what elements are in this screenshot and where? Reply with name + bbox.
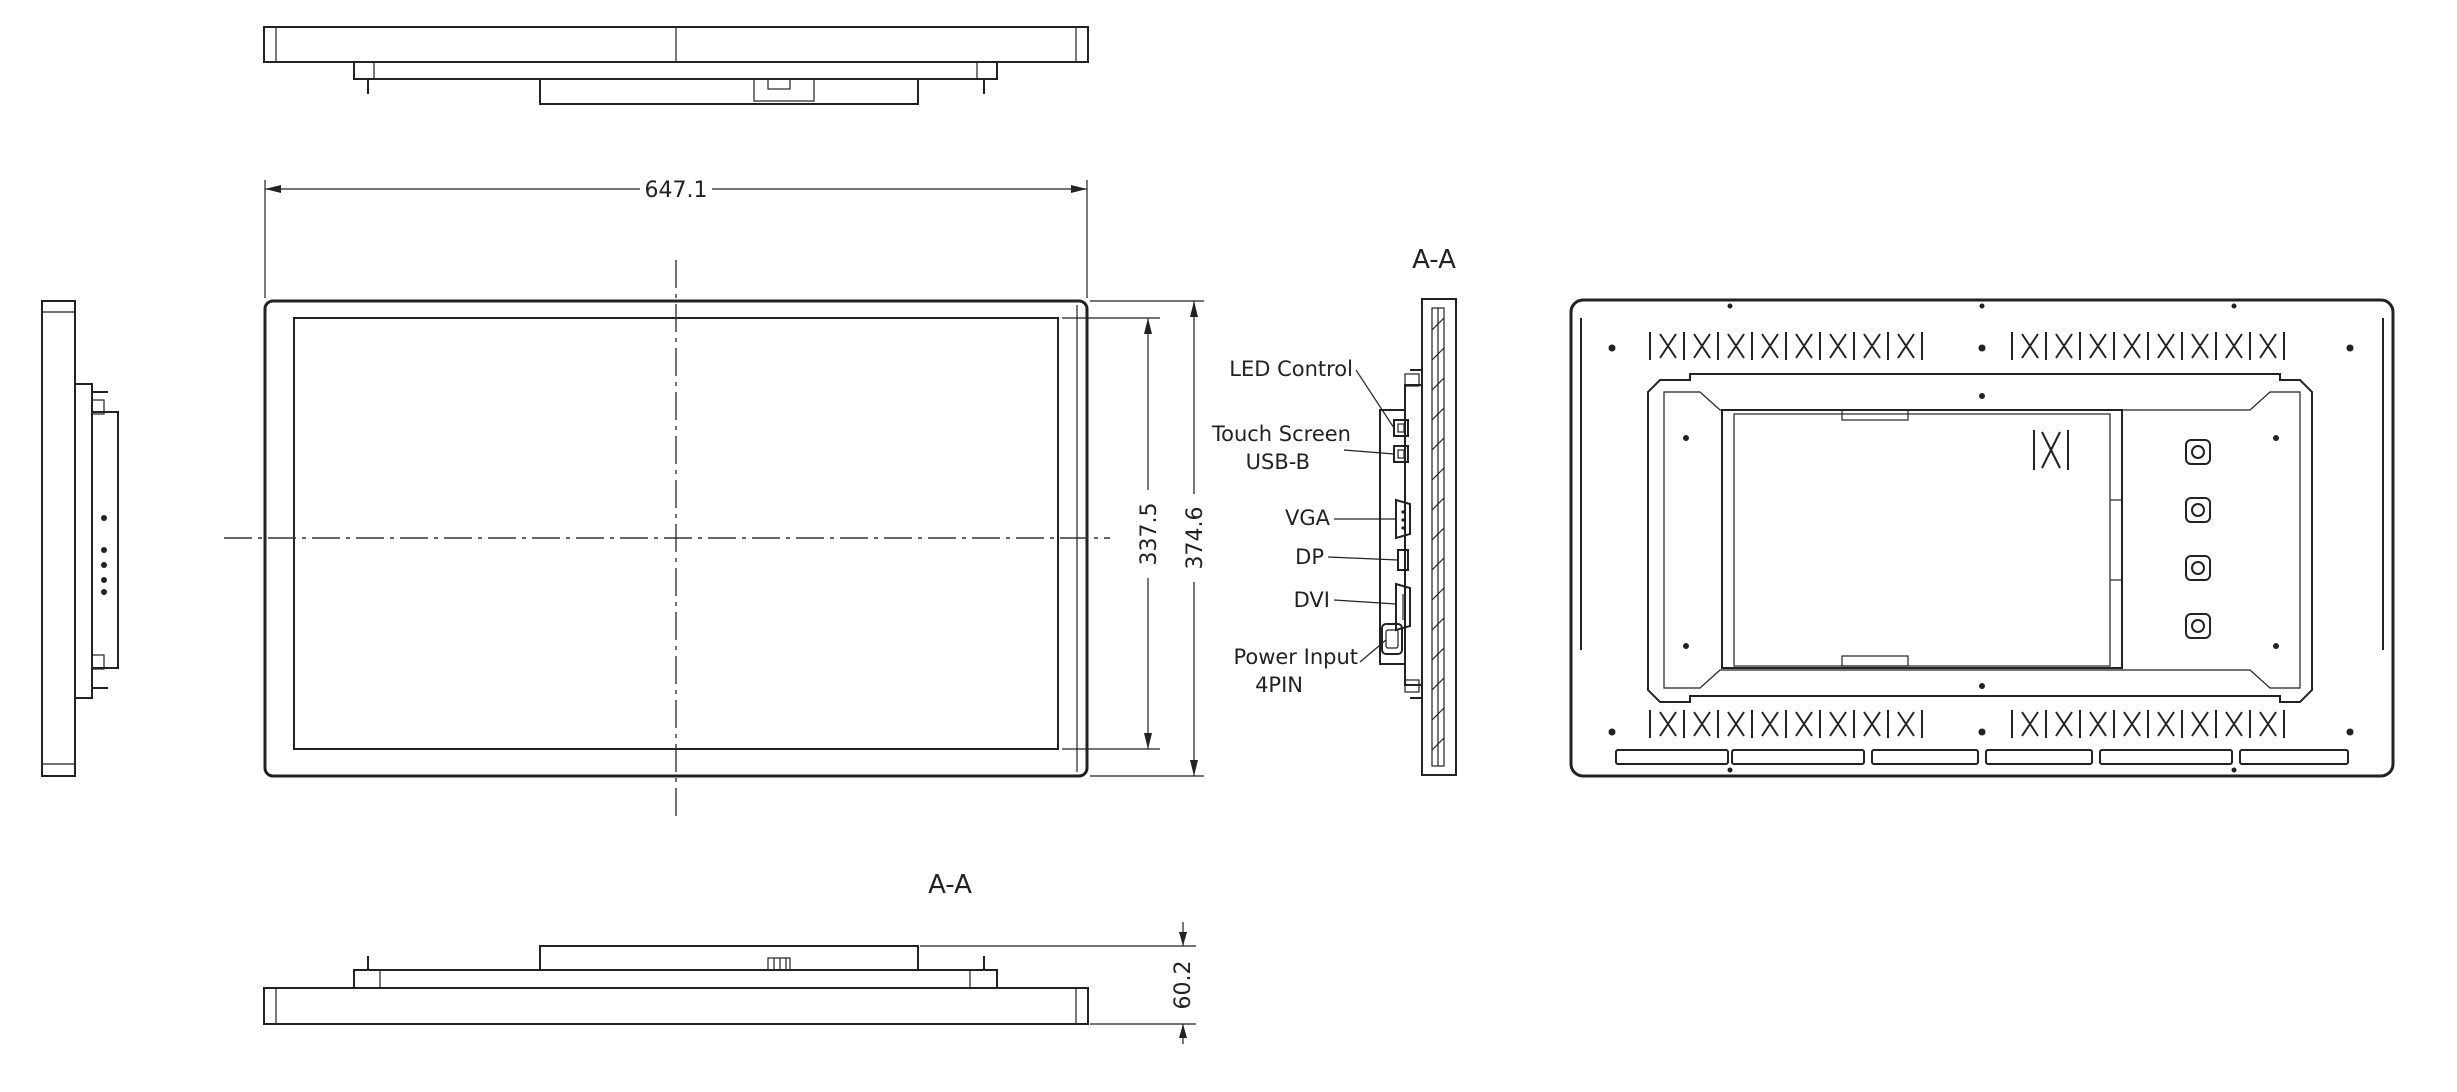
side-section-view: A-A — [1211, 245, 1457, 776]
width-dimension-label: 647.1 — [645, 178, 708, 203]
depth-dimension: 60.2 — [920, 922, 1196, 1044]
dp-label: DP — [1295, 545, 1324, 569]
4pin-label: 4PIN — [1255, 673, 1303, 697]
power-port-icon — [1381, 623, 1403, 655]
bottom-slots — [1615, 749, 2349, 765]
dp-port-icon — [1397, 549, 1409, 571]
outer-height-dimension-label: 374.6 — [1183, 507, 1208, 570]
dvi-port-icon — [1395, 582, 1411, 632]
logo-mark — [2033, 430, 2069, 470]
front-view — [224, 260, 1110, 818]
led-control-label: LED Control — [1229, 357, 1353, 381]
vent-pattern-bottom — [1649, 710, 2285, 738]
vga-port-icon — [1395, 498, 1411, 540]
power-input-label: Power Input — [1233, 645, 1358, 669]
bottom-section-label: A-A — [928, 870, 972, 900]
side-section-label: A-A — [1412, 245, 1456, 275]
touch-screen-label: Touch Screen — [1211, 422, 1351, 446]
width-dimension: 647.1 — [264, 178, 1088, 298]
rear-view — [1569, 298, 2395, 778]
dvi-label: DVI — [1294, 588, 1330, 612]
left-side-view — [41, 300, 119, 777]
outer-height-dimension: 374.6 — [1090, 300, 1208, 777]
vent-pattern-top — [1649, 332, 2285, 360]
inner-height-dimension-label: 337.5 — [1137, 503, 1162, 566]
vga-label: VGA — [1285, 506, 1331, 530]
bottom-section-view: A-A — [263, 870, 1089, 1025]
depth-dimension-label: 60.2 — [1171, 961, 1196, 1010]
top-view — [263, 26, 1089, 105]
usb-b-label: USB-B — [1246, 450, 1310, 474]
inner-height-dimension: 337.5 — [1062, 317, 1162, 750]
